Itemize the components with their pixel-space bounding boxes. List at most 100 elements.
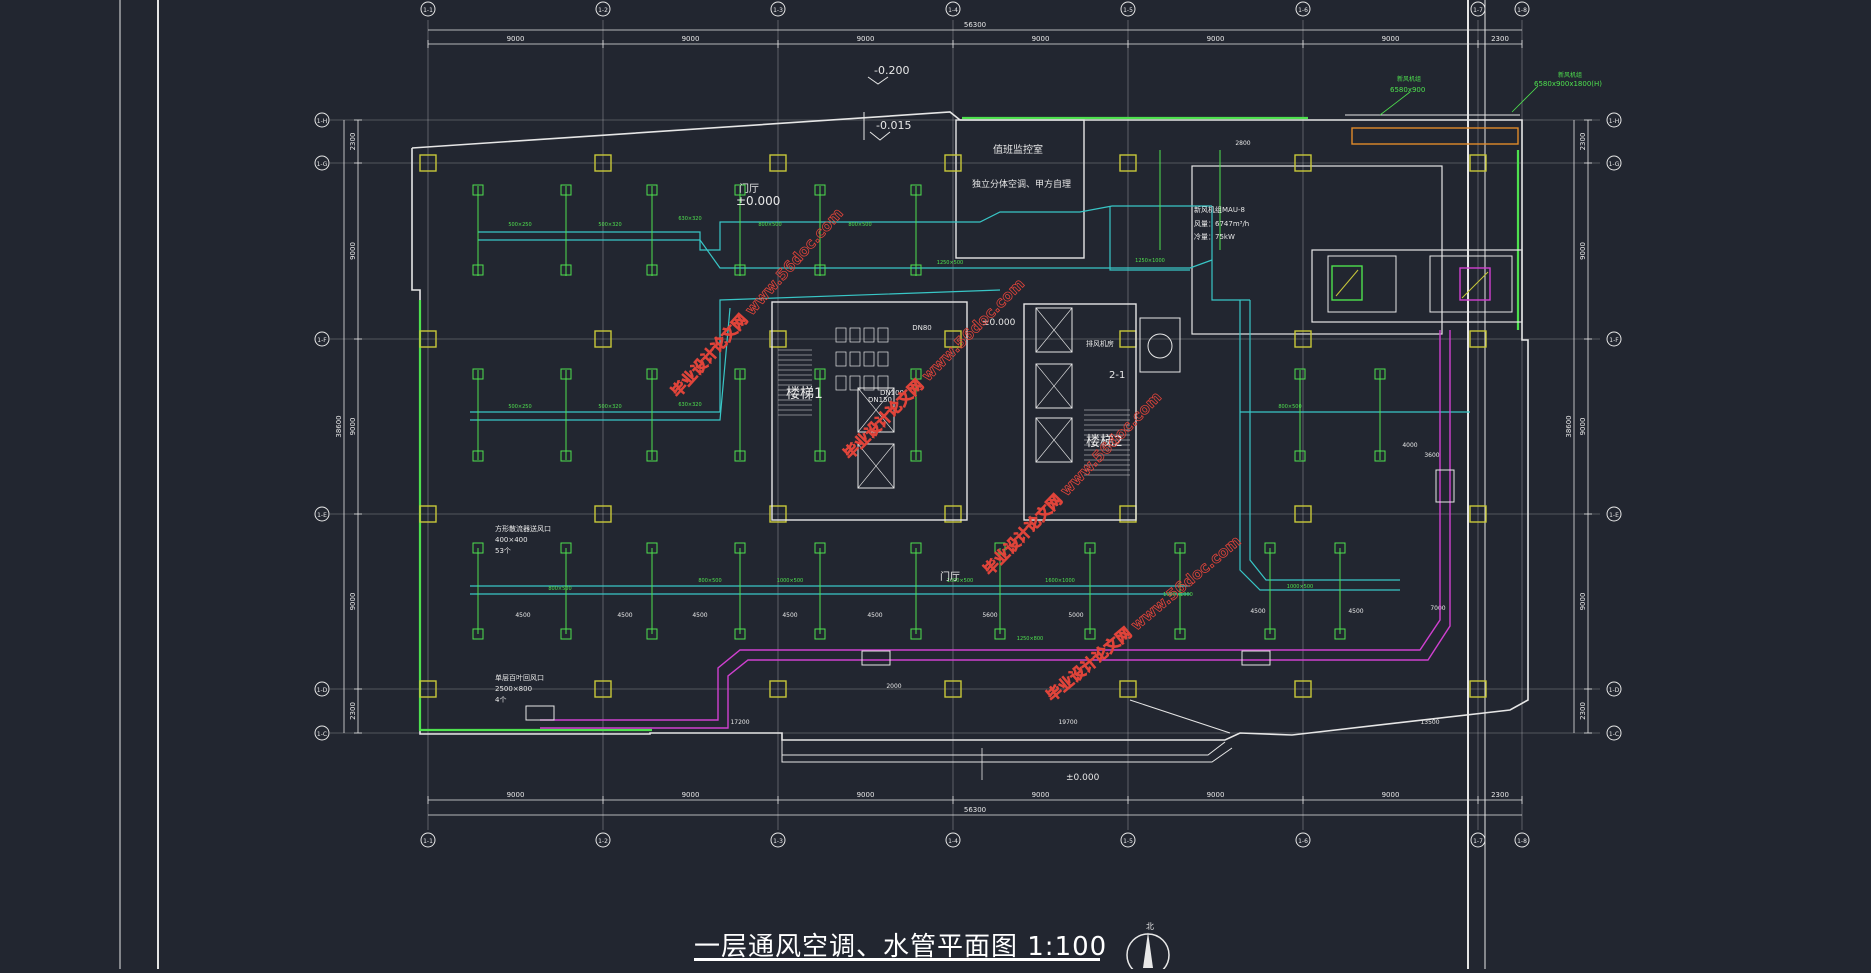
title-underline: [694, 958, 1100, 961]
duct-ahu-connect: [1109, 206, 1190, 271]
duct-trunk-upper-2: [478, 239, 1213, 269]
diffuser-icon: [814, 368, 826, 380]
core-right: [1023, 303, 1137, 521]
grid-bubble-right: [1606, 112, 1622, 128]
inner-dim-label: 13500: [1420, 719, 1439, 726]
grid-label-top: 1-2: [598, 7, 608, 14]
grid-label-left: 1-D: [317, 687, 328, 694]
grid-bubble-top: [770, 1, 786, 17]
ahu-air-label: 风量：6747m³/h: [1194, 220, 1249, 228]
diffuser-icon: [1174, 542, 1186, 554]
dim-left-label: 9000: [349, 593, 357, 611]
diffuser-icon: [646, 450, 658, 462]
inner-dim-label: 2800: [1235, 140, 1250, 147]
elev-mark-step: [869, 131, 891, 141]
ahu-label: 新风机组MAU-8: [1194, 205, 1245, 214]
pipe-size-label: DN150: [868, 396, 892, 404]
entry-step-1: [781, 740, 1226, 756]
column: [1119, 680, 1137, 698]
ahu-2-outline: [1429, 255, 1513, 313]
inner-dim-label: 4500: [617, 612, 632, 619]
duct-size-label: 500×320: [598, 404, 621, 410]
watermark-text: 毕业设计论文网 www.56doc.com: [840, 275, 1028, 463]
grid-bubble-bottom: [1295, 832, 1311, 848]
dim-bottom-total: 56300: [964, 806, 986, 814]
grid-bubble-right: [1606, 681, 1622, 697]
inner-dim-label: 4000: [1402, 442, 1417, 449]
grid-label-top: 1-7: [1473, 7, 1483, 14]
grid-label-top: 1-1: [423, 7, 433, 14]
duct-riser-right: [1239, 300, 1400, 591]
grid-label-left: 1-F: [317, 337, 327, 344]
grid-label-top: 1-4: [948, 7, 958, 14]
dim-left-label: 2300: [349, 702, 357, 720]
duct-trunk-mid: [470, 289, 1001, 413]
grid-bubble-top: [420, 1, 436, 17]
column: [1469, 154, 1487, 172]
grid-bubble-right: [1606, 506, 1622, 522]
dim-bottom-label: 9000: [1382, 791, 1400, 799]
elevator-shaft: [1035, 363, 1073, 409]
return-grille-icon: [861, 650, 891, 666]
diffuser-icon: [560, 628, 572, 640]
leader-1: [1379, 91, 1411, 116]
ahu-2-unit: [1459, 267, 1491, 301]
dim-bottom-label: 9000: [682, 791, 700, 799]
column: [944, 505, 962, 523]
diffuser-icon: [1084, 542, 1096, 554]
diffuser-icon: [472, 542, 484, 554]
diffuser-icon: [560, 264, 572, 276]
ahu-2-diag: [1461, 271, 1489, 299]
dim-bottom-label: 9000: [857, 791, 875, 799]
duct-size-label: 1600×1000: [1045, 578, 1075, 584]
duct-size-label: 800×500: [1278, 404, 1301, 410]
roof-unit-1-label: 新风机组: [1397, 75, 1421, 83]
grid-bubble-top: [1470, 1, 1486, 17]
toilet-fixture: [835, 375, 847, 391]
duct-trunk-upper: [478, 205, 1212, 251]
grid-bubble-left: [314, 331, 330, 347]
stair2-label: 楼梯2: [1086, 434, 1123, 450]
elev-step-label: -0.015: [876, 119, 911, 132]
diffuser-icon: [560, 450, 572, 462]
column: [419, 680, 437, 698]
grid-bubble-top: [1295, 1, 1311, 17]
duct-size-label: 1250×800: [1017, 636, 1043, 642]
grid-label-bottom: 1-6: [1298, 838, 1308, 845]
grid-label-bottom: 1-3: [773, 838, 783, 845]
control-room-label: 值班监控室: [993, 143, 1043, 156]
diffuser-icon: [1294, 368, 1306, 380]
inner-dim-label: 4500: [782, 612, 797, 619]
dim-left-label: 9000: [349, 418, 357, 436]
dimension-lines: 9000 9000 9000 9000 9000 9000 2300 56300 9000 900…: [335, 21, 1592, 816]
dim-right-label: 9000: [1579, 593, 1587, 611]
return-grille-icon: [1435, 469, 1455, 503]
watermark-text: 毕业设计论文网 www.56doc.com: [980, 388, 1165, 579]
sheet-frame: [119, 0, 1486, 969]
grid-label-top: 1-8: [1517, 7, 1527, 14]
dim-right-label: 9000: [1579, 418, 1587, 436]
grid-label-right: 1-G: [1609, 161, 1620, 168]
diffuser-icon: [910, 368, 922, 380]
grid-bubble-bottom: [1514, 832, 1530, 848]
grid-label-left: 1-C: [317, 731, 327, 738]
dim-top-label: 9000: [682, 35, 700, 43]
diffuser-icon: [814, 450, 826, 462]
elev-outdoor-label: -0.200: [874, 64, 909, 77]
duct-to-ahu: [1211, 206, 1250, 301]
inner-dim-label: 3600: [1424, 452, 1439, 459]
duct-size-label: 630×320: [678, 402, 701, 408]
grid-label-top: 1-6: [1298, 7, 1308, 14]
diffuser-icon: [814, 542, 826, 554]
diffuser-icon: [646, 542, 658, 554]
duct-size-label: 1250×500: [937, 260, 963, 266]
diffuser-icon: [1174, 628, 1186, 640]
duct-size-label: 630×320: [678, 216, 701, 222]
ahu-1-diag: [1335, 269, 1359, 297]
ramp-edge: [1129, 699, 1231, 734]
return-grille-icon: [525, 705, 555, 721]
diffuser-note-size: 400×400: [495, 536, 528, 544]
inner-dim-label: 4500: [515, 612, 530, 619]
ahu-room-wall: [1311, 249, 1523, 323]
dim-bottom-label: 9000: [507, 791, 525, 799]
